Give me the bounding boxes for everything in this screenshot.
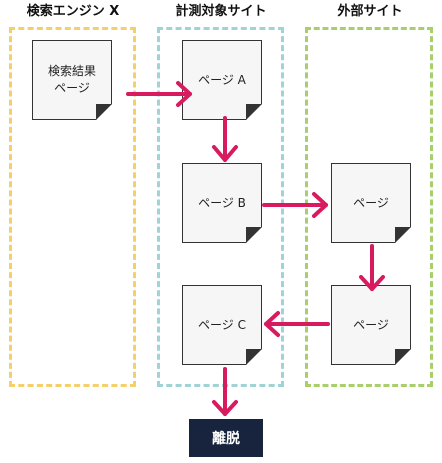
column-title-measured-site: 計測対象サイト <box>175 4 267 19</box>
external-page-1-label: ページ <box>353 195 389 210</box>
external-site-zone <box>305 27 433 387</box>
page-a-label: ページ A <box>198 72 246 87</box>
search-results-page: 検索結果 ページ <box>32 40 112 120</box>
search-results-page-label: 検索結果 ページ <box>47 64 96 95</box>
search-engine-zone <box>9 27 136 387</box>
exit-box: 離脱 <box>189 419 263 457</box>
page-b-label: ページ B <box>198 195 246 210</box>
page-c-label: ページ C <box>198 317 246 332</box>
external-page-2-label: ページ <box>353 317 389 332</box>
column-title-search-engine: 検索エンジン X <box>26 4 120 19</box>
measured-site-zone <box>157 27 284 387</box>
column-title-external-site: 外部サイト <box>337 4 403 19</box>
